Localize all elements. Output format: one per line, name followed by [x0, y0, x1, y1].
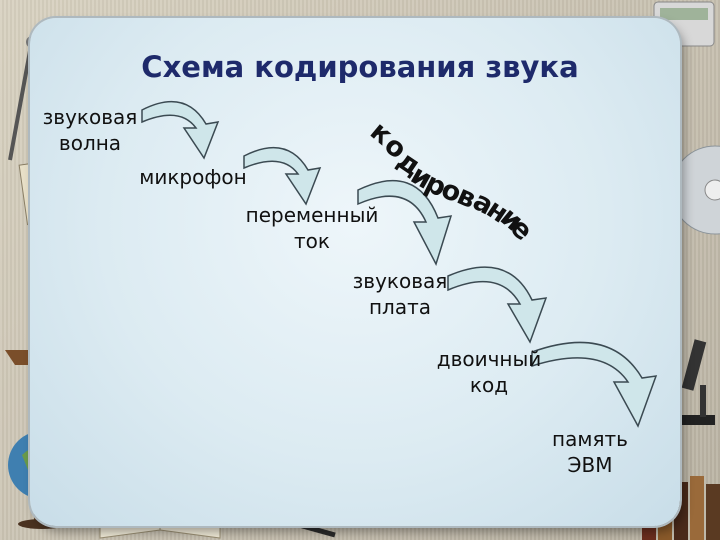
flow-arrow-3: [357, 179, 453, 266]
step-label-line: микрофон: [139, 165, 247, 189]
step-binary-code: двоичный код: [424, 346, 554, 398]
flow-arrow-2: [243, 146, 322, 206]
step-label-line: плата: [368, 295, 432, 319]
step-label-line: переменный: [245, 203, 379, 227]
step-microphone: микрофон: [128, 164, 258, 190]
diagram-board: [30, 18, 680, 526]
step-label-line: код: [469, 373, 509, 397]
step-label-line: звуковая: [42, 105, 138, 129]
step-sound-wave: звуковая волна: [34, 104, 146, 156]
step-alternating-current: переменный ток: [232, 202, 392, 254]
step-label-line: двоичный: [436, 347, 542, 371]
flow-arrow-1: [141, 100, 220, 160]
step-label-line: ток: [294, 229, 330, 253]
step-label-line: память: [552, 427, 628, 451]
diagram-title: Схема кодирования звука: [141, 50, 579, 84]
cd-disc-icon: [670, 145, 720, 235]
step-label-line: звуковая: [352, 269, 448, 293]
step-label-line: ЭВМ: [567, 453, 613, 477]
step-computer-memory: память ЭВМ: [530, 426, 650, 478]
flow-arrow-5: [531, 341, 658, 428]
step-label-line: волна: [58, 131, 122, 155]
flow-arrow-4: [447, 266, 548, 344]
step-sound-card: звуковая плата: [338, 268, 462, 320]
microscope-icon: [675, 339, 715, 425]
